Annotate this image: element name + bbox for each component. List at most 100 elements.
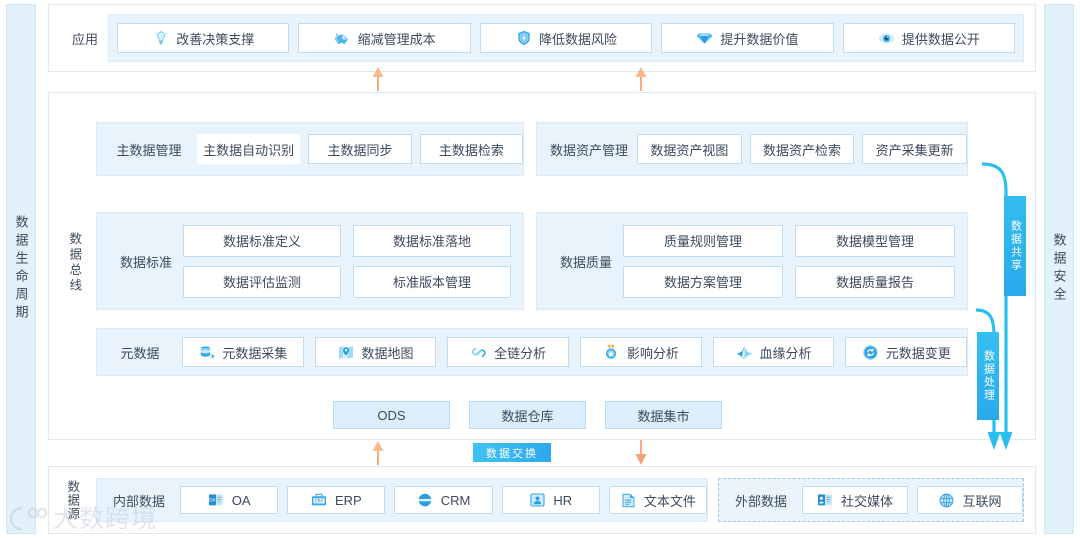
master-data-auto-recognition[interactable]: 主数据自动识别 bbox=[197, 134, 301, 164]
source-item-label: ERP bbox=[334, 492, 362, 508]
source-hr[interactable]: HR bbox=[501, 486, 600, 514]
svg-text:ERP: ERP bbox=[316, 499, 324, 504]
metadata-change[interactable]: 元数据变更 bbox=[845, 337, 968, 367]
rail-right-label: 数据安全 bbox=[1051, 233, 1067, 305]
data-map[interactable]: 数据地图 bbox=[314, 337, 437, 367]
shield-icon bbox=[515, 30, 532, 47]
internal-data-group: 内部数据 OA OA ERP ERP bbox=[96, 478, 708, 522]
source-crm[interactable]: CRM CRM bbox=[394, 486, 493, 514]
data-quality-group: 数据质量 质量规则管理 数据模型管理 数据方案管理 数据质量报告 bbox=[536, 212, 968, 310]
metadata-item-label: 元数据变更 bbox=[885, 345, 951, 361]
impact-analysis[interactable]: 影响分析 bbox=[580, 337, 702, 367]
data-asset-group: 数据资产管理 数据资产视图 数据资产检索 资产采集更新 bbox=[536, 122, 968, 176]
internal-data-label: 内部数据 bbox=[112, 493, 165, 509]
social-media-icon bbox=[817, 492, 834, 509]
app-item-risk-reduction[interactable]: 降低数据风险 bbox=[479, 23, 653, 53]
data-model-management[interactable]: 数据模型管理 bbox=[795, 224, 955, 257]
globe-icon bbox=[938, 492, 955, 509]
eye-icon bbox=[878, 30, 895, 47]
quality-rule-management[interactable]: 质量规则管理 bbox=[623, 224, 783, 257]
data-standard-items: 数据标准定义 数据标准落地 数据评估监测 标准版本管理 bbox=[183, 224, 523, 298]
hr-icon bbox=[529, 492, 546, 509]
data-sharing-chip: 数据共享 bbox=[1004, 196, 1026, 296]
data-asset-view[interactable]: 数据资产视图 bbox=[637, 134, 742, 164]
source-text-file[interactable]: 文本文件 bbox=[608, 486, 708, 514]
oa-icon: OA bbox=[208, 492, 225, 509]
svg-text:$: $ bbox=[343, 36, 345, 40]
svg-text:CRM: CRM bbox=[421, 497, 430, 502]
lightbulb-icon bbox=[152, 30, 169, 47]
storage-data-mart[interactable]: 数据集市 bbox=[605, 401, 722, 429]
application-layer-caption: 应用 bbox=[71, 31, 98, 47]
metadata-item-label: 全链分析 bbox=[494, 345, 547, 361]
data-sharing-label: 数据共享 bbox=[1009, 220, 1022, 272]
storage-ods[interactable]: ODS bbox=[333, 401, 450, 429]
data-quality-label: 数据质量 bbox=[559, 254, 612, 270]
app-item-cost-reduction[interactable]: $ 缩减管理成本 bbox=[298, 23, 471, 53]
metadata-label: 元数据 bbox=[120, 345, 160, 361]
arrow-up-left-bottom bbox=[372, 441, 384, 465]
crm-icon: CRM bbox=[417, 492, 434, 509]
refresh-circle-icon bbox=[862, 344, 879, 361]
map-pin-icon bbox=[338, 344, 355, 361]
database-collect-icon bbox=[198, 344, 215, 361]
data-bus-caption: 数据总线 bbox=[67, 232, 82, 294]
branch-icon bbox=[736, 344, 753, 361]
storage-data-warehouse[interactable]: 数据仓库 bbox=[469, 401, 586, 429]
source-item-label: OA bbox=[231, 492, 251, 508]
app-item-decision-support[interactable]: 改善决策支撑 bbox=[117, 23, 290, 53]
master-data-search[interactable]: 主数据检索 bbox=[419, 134, 523, 164]
erp-icon: ERP bbox=[311, 492, 328, 509]
application-items-group: 改善决策支撑 $ 缩减管理成本 bbox=[108, 14, 1024, 62]
diamond-icon bbox=[696, 30, 713, 47]
rail-left-label: 数据生命周期 bbox=[13, 215, 29, 323]
source-item-label: 社交媒体 bbox=[840, 493, 893, 509]
source-item-label: CRM bbox=[440, 492, 471, 508]
full-chain-analysis[interactable]: 全链分析 bbox=[447, 337, 570, 367]
data-quality-items: 质量规则管理 数据模型管理 数据方案管理 数据质量报告 bbox=[623, 224, 967, 298]
source-social-media[interactable]: 社交媒体 bbox=[802, 486, 908, 514]
metadata-item-label: 数据地图 bbox=[361, 345, 414, 361]
master-data-sync[interactable]: 主数据同步 bbox=[308, 134, 412, 164]
lineage-analysis[interactable]: 血缘分析 bbox=[712, 337, 835, 367]
piggy-bank-icon: $ bbox=[334, 30, 351, 47]
data-asset-collect-update[interactable]: 资产采集更新 bbox=[862, 134, 968, 164]
arrow-down-right-bottom bbox=[635, 440, 647, 465]
link-icon bbox=[470, 344, 487, 361]
app-item-label: 改善决策支撑 bbox=[176, 31, 255, 47]
source-oa[interactable]: OA OA bbox=[180, 486, 279, 514]
svg-text:OA: OA bbox=[209, 498, 215, 504]
source-erp[interactable]: ERP ERP bbox=[287, 486, 386, 514]
medal-icon bbox=[603, 344, 620, 361]
data-standard-definition[interactable]: 数据标准定义 bbox=[183, 224, 341, 257]
rail-data-lifecycle: 数据生命周期 bbox=[6, 4, 36, 534]
master-data-label: 主数据管理 bbox=[116, 142, 182, 158]
document-icon bbox=[620, 492, 637, 509]
external-data-label: 外部数据 bbox=[734, 493, 787, 509]
app-item-label: 提供数据公开 bbox=[901, 31, 980, 47]
source-internet[interactable]: 互联网 bbox=[917, 486, 1023, 514]
data-assessment-monitoring[interactable]: 数据评估监测 bbox=[183, 265, 341, 298]
source-item-label: 互联网 bbox=[962, 493, 1002, 509]
data-source-caption: 数据源 bbox=[65, 479, 80, 521]
data-standard-implementation[interactable]: 数据标准落地 bbox=[353, 224, 511, 257]
app-item-label: 提升数据价值 bbox=[720, 31, 799, 47]
app-item-label: 降低数据风险 bbox=[539, 31, 618, 47]
metadata-item-label: 影响分析 bbox=[626, 345, 679, 361]
data-asset-search[interactable]: 数据资产检索 bbox=[749, 134, 855, 164]
app-item-data-disclosure[interactable]: 提供数据公开 bbox=[842, 23, 1016, 53]
master-data-group: 主数据管理 主数据自动识别 主数据同步 主数据检索 bbox=[96, 122, 524, 176]
data-processing-label: 数据处理 bbox=[982, 350, 995, 402]
arrow-up-left-top bbox=[372, 67, 384, 91]
app-item-value-increase[interactable]: 提升数据价值 bbox=[661, 23, 834, 53]
metadata-collection[interactable]: 元数据采集 bbox=[182, 337, 304, 367]
standard-version-management[interactable]: 标准版本管理 bbox=[353, 265, 511, 298]
data-plan-management[interactable]: 数据方案管理 bbox=[623, 265, 783, 298]
source-item-label: 文本文件 bbox=[643, 493, 696, 509]
data-quality-report[interactable]: 数据质量报告 bbox=[795, 265, 955, 298]
data-processing-chip: 数据处理 bbox=[977, 332, 999, 420]
arrow-up-right-top bbox=[635, 67, 647, 91]
app-item-label: 缩减管理成本 bbox=[357, 31, 436, 47]
data-asset-label: 数据资产管理 bbox=[549, 142, 628, 158]
